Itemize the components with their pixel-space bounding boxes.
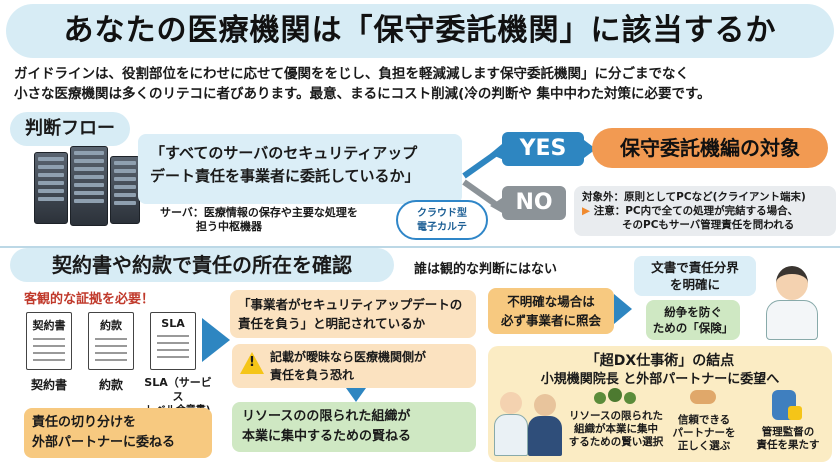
unclear-line-2: 必ず事業者に照会 xyxy=(500,313,601,328)
target-result: 保守委託機編の対象 xyxy=(592,128,828,168)
avoid-line-2: ための「保険」 xyxy=(652,321,734,335)
unclear-arrow-icon xyxy=(614,294,632,324)
split-line-1: 責任の切り分けを xyxy=(32,415,137,430)
warning-icon xyxy=(240,352,264,374)
excluded-line-2: 注意：PC内で全ての処理が完結する場合、 xyxy=(593,205,799,217)
terms-document-icon: 約款 xyxy=(88,312,134,370)
yes-arrow-icon xyxy=(584,140,596,158)
conclusion-item-2: 信頼できる パートナーを 正しく選ぶ xyxy=(672,414,736,452)
caution-triangle-icon: ▶ xyxy=(582,205,594,217)
intro-text: ガイドラインは、役割部位をにわせに応せて優関ををじし、負担を軽減減します保守委託… xyxy=(14,64,826,104)
flow-section-label: 判断フロー xyxy=(10,112,130,146)
intro-line-1: ガイドラインは、役割部位をにわせに応せて優関ををじし、負担を軽減減します保守委託… xyxy=(14,66,689,82)
server-note-line-1: サーバ：医療情報の保存や主要な処理を xyxy=(160,206,358,219)
section-divider xyxy=(0,246,840,248)
excluded-line-3: そのPCもサーバ管理責任を問われる xyxy=(622,219,795,231)
subjective-note: 誰は観的な判断にはない xyxy=(414,262,558,277)
risk-line-2: 責任を負う恐れ xyxy=(270,368,355,382)
claim-line-1: 「事業者がセキュリティアップデートの xyxy=(238,297,463,312)
risk-box: 記載が曖昧なら医療機関側が 責任を負う恐れ xyxy=(232,344,476,388)
clarify-line-2: を明確に xyxy=(669,277,720,292)
focus-box: リソースのの限られた組織が 本業に集中するための賢ねる xyxy=(232,402,476,452)
flow-question: 「すべてのサーバのセキュリティアップ デート責任を事業者に委託しているか」 xyxy=(138,134,462,204)
unclear-line-1: 不明確な場合は xyxy=(507,294,595,309)
risk-line-1: 記載が曖昧なら医療機関側が xyxy=(270,350,427,364)
split-line-2: 外部パートナーに委ねる xyxy=(32,435,176,450)
focus-line-1: リソースのの限られた組織が xyxy=(242,409,411,424)
page-title: あなたの医療機関は「保守委託機関」に該当するか xyxy=(6,4,834,58)
warning-mark: ! xyxy=(249,355,255,370)
claim-line-2: 責任を負う」と明記されているか xyxy=(238,316,426,331)
conclusion-title: 「超DX仕事術」の結点 xyxy=(585,353,735,369)
branch-arrows-icon xyxy=(462,144,504,214)
conclusion-subtitle: 小規機関院長 と外部パートナーに委望へ xyxy=(540,372,780,387)
unclear-box: 不明確な場合は 必ず事業者に照会 xyxy=(488,288,614,334)
excluded-note: 対象外：原則としてPCなど(クライアント端末) ▶ 注意：PC内で全ての処理が完… xyxy=(574,186,836,236)
clarify-box: 文書で責任分界 を明確に xyxy=(634,256,756,296)
server-note-line-2: 担う中枢機器 xyxy=(196,220,262,233)
yes-label: YES xyxy=(502,132,584,166)
claim-box: 「事業者がセキュリティアップデートの 責任を負う」と明記されているか xyxy=(230,290,476,338)
contract-caption: 契約書 xyxy=(30,378,67,392)
sla-document-icon: SLA xyxy=(150,312,196,370)
excluded-line-1: 対象外：原則としてPCなど(クライアント端末) xyxy=(582,191,806,203)
contract-section-label: 契約書や約款で責任の所在を確認 xyxy=(10,248,394,282)
contract-document-icon: 契約書 xyxy=(26,312,72,370)
clarify-line-1: 文書で責任分界 xyxy=(651,260,739,275)
cloud-ehr-badge: クラウド型 電子カルテ xyxy=(396,200,488,240)
avoid-dispute-box: 紛争を防ぐ ための「保険」 xyxy=(646,300,740,340)
intro-line-2: 小さな医療機関は多くのリテコに者びあります。最意、まるにコスト削減(冷の判断や … xyxy=(14,86,711,102)
conclusion-item-3: 管理監督の 責任を果たす xyxy=(756,426,820,451)
server-note: サーバ：医療情報の保存や主要な処理を 担う中枢機器 xyxy=(160,206,380,234)
split-responsibility-box: 責任の切り分けを 外部パートナーに委ねる xyxy=(24,408,212,458)
cloud-line-1: クラウド型 xyxy=(417,208,467,219)
focus-line-2: 本業に集中するための賢ねる xyxy=(242,429,412,444)
conclusion-item-1: リソースの限られた 組織が本業に集中 するための賢い選択 xyxy=(568,410,664,448)
cloud-line-2: 電子カルテ xyxy=(417,222,467,233)
avoid-line-1: 紛争を防ぐ xyxy=(664,305,722,319)
question-line-2: デート責任を事業者に委託しているか」 xyxy=(150,167,420,185)
question-line-1: 「すべてのサーバのセキュリティアップ xyxy=(150,144,418,162)
excluded-line-2-wrap: ▶ 注意：PC内で全ての処理が完結する場合、 xyxy=(582,204,828,218)
down-arrow-icon xyxy=(346,388,366,402)
terms-caption: 約款 xyxy=(98,378,123,392)
no-label: NO xyxy=(502,186,566,220)
docs-arrow-icon xyxy=(202,318,230,362)
objective-note: 客観的な証拠を必要！ xyxy=(24,292,155,307)
